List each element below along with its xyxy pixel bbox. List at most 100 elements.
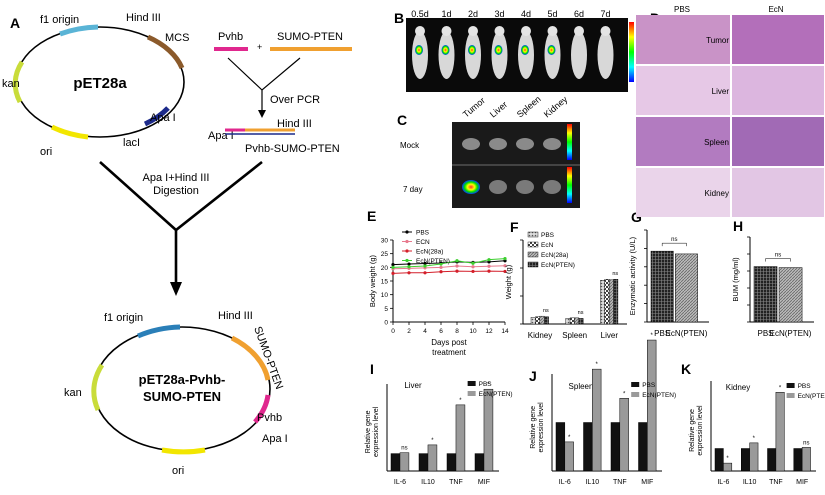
panel-letter-f: F xyxy=(510,219,519,235)
i-legend-label-0: PBS xyxy=(479,381,493,388)
mouse-head-7 xyxy=(600,26,611,36)
mouse-body-4 xyxy=(518,31,534,79)
final-plasmid-name-1: pET28a-Pvhb- xyxy=(139,372,226,387)
timepoint-label-5: 5d xyxy=(547,9,557,19)
f1-origin-segment xyxy=(59,24,99,37)
label-mcs: MCS xyxy=(165,32,189,44)
e-xtick-label-4: 4 xyxy=(423,328,427,335)
final-ori-segment xyxy=(161,447,206,455)
digestion-label-1: Apa I+Hind III xyxy=(143,172,210,184)
f-legend-label-0: PBS xyxy=(541,232,555,239)
mouse-body-0 xyxy=(412,31,428,79)
mouse-head-0 xyxy=(415,26,425,36)
final-label-pvhb: Pvhb xyxy=(257,412,282,424)
f-annotation-2: ns xyxy=(612,271,618,277)
k-annotation-1: * xyxy=(753,436,756,442)
mouse-head-6 xyxy=(574,26,584,36)
e-point-2-3 xyxy=(439,270,443,274)
i-annotation-1: * xyxy=(431,438,434,444)
mouse-body-7 xyxy=(597,31,614,79)
organ-label-spleen: Spleen xyxy=(515,94,543,120)
f-bar-0-3 xyxy=(544,316,549,325)
timepoint-label-4: 4d xyxy=(521,9,531,19)
mouse-head-2 xyxy=(468,26,478,36)
pcr-arrow-head xyxy=(258,110,266,118)
final-label-kan: kan xyxy=(64,387,82,399)
k-legend-swatch-0 xyxy=(786,383,795,388)
e-xtick-label-2: 2 xyxy=(407,328,411,335)
organ-row-7day: 7 day xyxy=(403,185,423,194)
h-bar-0 xyxy=(753,266,778,323)
panel-letter-j: J xyxy=(529,368,537,384)
e-legend-label-1: ECN xyxy=(416,239,430,246)
final-plasmid-name-2: SUMO-PTEN xyxy=(143,389,221,404)
k-category-1: IL10 xyxy=(743,479,757,486)
j-legend-swatch-1 xyxy=(631,392,640,397)
f-legend-swatch-0 xyxy=(527,231,539,238)
timepoint-label-0: 0.5d xyxy=(411,9,429,19)
i-category-2: TNF xyxy=(449,479,463,486)
product-apa1-label: Apa I xyxy=(208,130,234,142)
organ-colorbar-bottom xyxy=(567,167,572,203)
e-line-1 xyxy=(392,265,506,270)
organ-mock-liver xyxy=(489,138,507,150)
mouse-signal-3 xyxy=(494,45,503,55)
e-point-1-7 xyxy=(503,264,507,268)
e-ytick-label-25: 25 xyxy=(381,251,389,258)
k-ylabel-2: expression level xyxy=(697,405,704,456)
e-legend-marker-2 xyxy=(405,249,409,253)
panel-letter-k: K xyxy=(681,361,691,377)
f-bar-2-3 xyxy=(613,279,619,325)
e-xtick-label-14: 14 xyxy=(501,328,509,335)
label-f1-origin: f1 origin xyxy=(40,14,79,26)
k-annotation-2: * xyxy=(779,385,782,391)
final-sumo-segment xyxy=(230,335,271,381)
panel-letter-h: H xyxy=(733,218,743,234)
j-bar-2-1 xyxy=(619,398,629,472)
e-point-2-1 xyxy=(407,271,411,275)
f-bar-0-1 xyxy=(535,316,541,325)
i-bar-1-0 xyxy=(418,453,429,472)
e-point-3-5 xyxy=(471,261,475,265)
h-annotation: ns xyxy=(775,253,781,259)
panel-letter-e: E xyxy=(367,208,376,224)
e-xtick-label-10: 10 xyxy=(469,328,477,335)
k-bar-3-1 xyxy=(801,447,811,472)
h-category-0: PBS xyxy=(758,329,774,338)
e-point-2-4 xyxy=(455,269,459,273)
mouse-body-6 xyxy=(571,31,587,79)
histology-col-ecn: EcN xyxy=(768,5,783,14)
g-bar-1 xyxy=(675,253,698,323)
e-point-3-1 xyxy=(407,265,411,269)
f-legend-label-2: EcN(28a) xyxy=(541,252,568,259)
histology-tile-pbs-spleen xyxy=(636,117,730,166)
e-xlabel-1: Days post xyxy=(431,338,467,347)
kan-segment xyxy=(12,60,25,104)
organ-mock-spleen xyxy=(516,138,534,150)
i-legend-label-1: EcN(PTEN) xyxy=(479,391,513,398)
product-name-label: Pvhb-SUMO-PTEN xyxy=(245,143,340,155)
histology-col-pbs: PBS xyxy=(674,5,690,14)
mouse-head-3 xyxy=(494,26,505,36)
j-annotation-0: * xyxy=(568,435,571,441)
f-category-1: Spleen xyxy=(562,331,587,340)
j-bar-0-1 xyxy=(564,441,574,472)
k-bar-0-1 xyxy=(723,462,733,472)
j-legend-label-1: EcN(PTEN) xyxy=(642,392,676,399)
e-ytick-label-5: 5 xyxy=(384,306,388,313)
organ-7day-kidney xyxy=(543,180,561,194)
insert-plus: + xyxy=(257,42,262,52)
i-category-3: MIF xyxy=(478,479,490,486)
k-legend-label-0: PBS xyxy=(798,383,812,390)
f-legend-swatch-1 xyxy=(527,241,539,248)
e-point-3-4 xyxy=(455,259,459,263)
timepoint-label-7: 7d xyxy=(600,9,610,19)
i-bar-0-1 xyxy=(399,452,410,472)
final-label-apa1: Apa I xyxy=(262,433,288,445)
